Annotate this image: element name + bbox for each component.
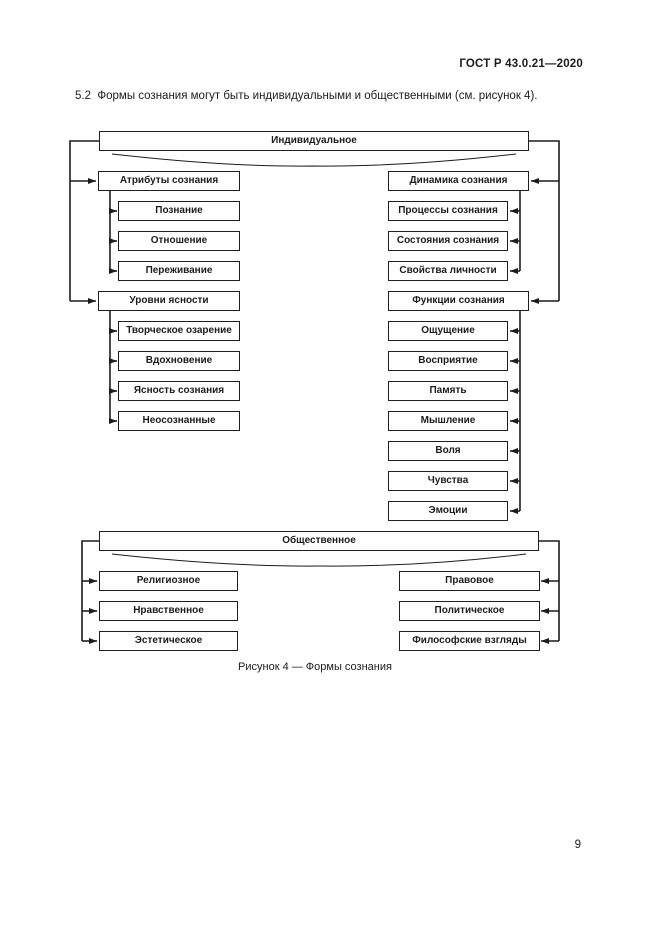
diagram-node: Эстетическое	[99, 631, 238, 651]
diagram-node: Познание	[118, 201, 240, 221]
diagram-node: Процессы сознания	[388, 201, 508, 221]
diagram-node: Философские взгляды	[399, 631, 540, 651]
diagram-node: Правовое	[399, 571, 540, 591]
diagram-node: Творческое озарение	[118, 321, 240, 341]
node-levels: Уровни ясности	[98, 291, 240, 311]
diagram-node: Неосознанные	[118, 411, 240, 431]
diagram-node: Вдохновение	[118, 351, 240, 371]
diagram-node: Чувства	[388, 471, 508, 491]
diagram-node: Память	[388, 381, 508, 401]
page-number: 9	[574, 839, 581, 851]
node-dynamics: Динамика сознания	[388, 171, 529, 191]
diagram-node: Воля	[388, 441, 508, 461]
diagram-node: Отношение	[118, 231, 240, 251]
node-functions: Функции сознания	[388, 291, 529, 311]
diagram-node: Переживание	[118, 261, 240, 281]
paragraph-5-2: 5.2 Формы сознания могут быть индивидуал…	[75, 90, 538, 102]
diagram-node: Свойства личности	[388, 261, 508, 281]
diagram-node: Состояния сознания	[388, 231, 508, 251]
diagram-node: Эмоции	[388, 501, 508, 521]
diagram-node: Ясность сознания	[118, 381, 240, 401]
diagram-node: Политическое	[399, 601, 540, 621]
figure-caption: Рисунок 4 — Формы сознания	[238, 661, 392, 673]
diagram-node: Восприятие	[388, 351, 508, 371]
diagram-node: Ощущение	[388, 321, 508, 341]
node-individual: Индивидуальное	[99, 131, 529, 151]
diagram-node: Нравственное	[99, 601, 238, 621]
node-social: Общественное	[99, 531, 539, 551]
diagram-node: Мышление	[388, 411, 508, 431]
diagram-node: Религиозное	[99, 571, 238, 591]
document-header: ГОСТ Р 43.0.21—2020	[459, 58, 583, 70]
node-attributes: Атрибуты сознания	[98, 171, 240, 191]
